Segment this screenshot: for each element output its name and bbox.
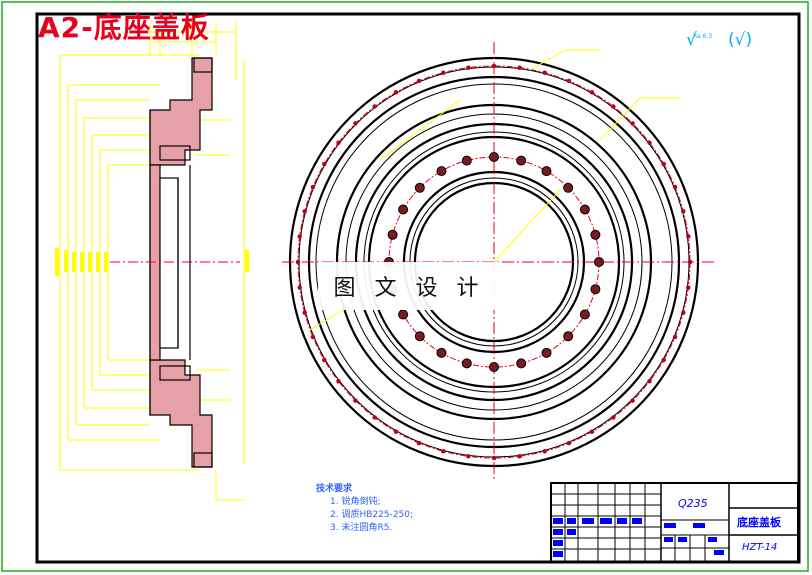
note-item: 3. 未注圆角R5. bbox=[330, 523, 393, 533]
bolt-hole bbox=[630, 121, 635, 126]
bolt-hole bbox=[516, 155, 527, 166]
bolt-hole bbox=[491, 455, 497, 461]
bolt-hole bbox=[563, 331, 574, 342]
bolt-hole bbox=[302, 310, 307, 315]
bolt-hole bbox=[594, 257, 604, 267]
bolt-hole bbox=[489, 362, 499, 372]
bolt-hole bbox=[322, 161, 327, 167]
material-label: Q235 bbox=[678, 497, 708, 510]
bolt-hole bbox=[672, 334, 678, 340]
bolt-hole bbox=[398, 204, 409, 215]
bolt-hole bbox=[647, 379, 652, 384]
bolt-hole bbox=[579, 309, 590, 320]
bolt-hole bbox=[647, 140, 652, 145]
notes-heading: 技术要求 bbox=[316, 484, 353, 494]
bolt-hole bbox=[393, 429, 399, 434]
bolt-hole bbox=[517, 454, 522, 459]
bolt-hole bbox=[630, 398, 635, 403]
bolt-hole bbox=[661, 161, 666, 167]
bolt-hole bbox=[353, 121, 358, 126]
bolt-hole bbox=[686, 234, 691, 239]
bolt-hole bbox=[372, 104, 377, 109]
bolt-hole bbox=[491, 63, 497, 69]
bolt-hole bbox=[466, 454, 471, 459]
bolt-hole bbox=[416, 440, 422, 446]
bolt-hole bbox=[686, 285, 691, 290]
part-name: 底座盖板 bbox=[737, 516, 781, 529]
bolt-hole bbox=[302, 209, 307, 214]
bolt-hole bbox=[322, 357, 327, 363]
bolt-hole bbox=[414, 331, 425, 342]
roughness-check-icon: √ bbox=[686, 30, 697, 50]
bolt-hole bbox=[441, 70, 446, 75]
bolt-hole bbox=[372, 415, 377, 420]
bolt-hole bbox=[687, 259, 693, 265]
bolt-hole bbox=[436, 166, 447, 177]
drawing-number: HZT-14 bbox=[742, 542, 778, 553]
roughness-suffix: (√) bbox=[728, 30, 753, 50]
bolt-hole bbox=[542, 449, 547, 454]
bolt-hole bbox=[416, 78, 422, 84]
bolt-hole bbox=[393, 90, 399, 95]
bolt-hole bbox=[461, 358, 472, 369]
bolt-hole bbox=[589, 90, 595, 95]
bolt-hole bbox=[387, 229, 398, 240]
note-item: 1. 锐角倒钝; bbox=[330, 497, 381, 507]
bolt-hole bbox=[611, 104, 616, 109]
bolt-hole bbox=[611, 415, 616, 420]
bolt-hole bbox=[579, 204, 590, 215]
bolt-hole bbox=[566, 78, 572, 84]
roughness-value: Ra 6.3 bbox=[693, 33, 713, 40]
drawing-title: A2-底座盖板 bbox=[38, 11, 210, 44]
watermark: 图 文 设 计 bbox=[318, 262, 500, 310]
bolt-hole bbox=[295, 259, 301, 265]
bolt-hole bbox=[297, 234, 302, 239]
bolt-hole bbox=[336, 379, 341, 384]
bolt-hole bbox=[336, 140, 341, 145]
bolt-hole bbox=[563, 182, 574, 193]
bolt-hole bbox=[441, 449, 446, 454]
bolt-hole bbox=[353, 398, 358, 403]
bolt-hole bbox=[681, 310, 686, 315]
bolt-hole bbox=[541, 347, 552, 358]
bolt-hole bbox=[661, 357, 666, 363]
bolt-hole bbox=[310, 334, 316, 340]
bolt-hole bbox=[541, 166, 552, 177]
bolt-hole bbox=[589, 429, 595, 434]
front-view bbox=[282, 42, 714, 482]
bolt-hole bbox=[466, 65, 471, 70]
bolt-hole bbox=[566, 440, 572, 446]
bolt-hole bbox=[489, 152, 499, 162]
bolt-hole bbox=[517, 65, 522, 70]
bolt-hole bbox=[590, 284, 601, 295]
outer-bolt-holes bbox=[295, 63, 693, 461]
bolt-hole bbox=[672, 184, 678, 190]
bolt-hole bbox=[516, 358, 527, 369]
bolt-hole bbox=[398, 309, 409, 320]
title-block bbox=[550, 482, 799, 563]
bolt-hole bbox=[590, 229, 601, 240]
inner-frame bbox=[35, 12, 801, 564]
technical-notes: 技术要求 1. 锐角倒钝; 2. 调质HB225-250; 3. 未注圆角R5. bbox=[316, 483, 413, 535]
note-item: 2. 调质HB225-250; bbox=[330, 510, 414, 520]
inner-bolt-holes bbox=[384, 152, 604, 372]
bolt-hole bbox=[681, 209, 686, 214]
bolt-hole bbox=[297, 285, 302, 290]
bolt-hole bbox=[310, 184, 316, 190]
side-section-view bbox=[55, 22, 249, 501]
bolt-hole bbox=[542, 70, 547, 75]
bolt-hole bbox=[461, 155, 472, 166]
bolt-hole bbox=[436, 347, 447, 358]
bolt-hole bbox=[414, 182, 425, 193]
